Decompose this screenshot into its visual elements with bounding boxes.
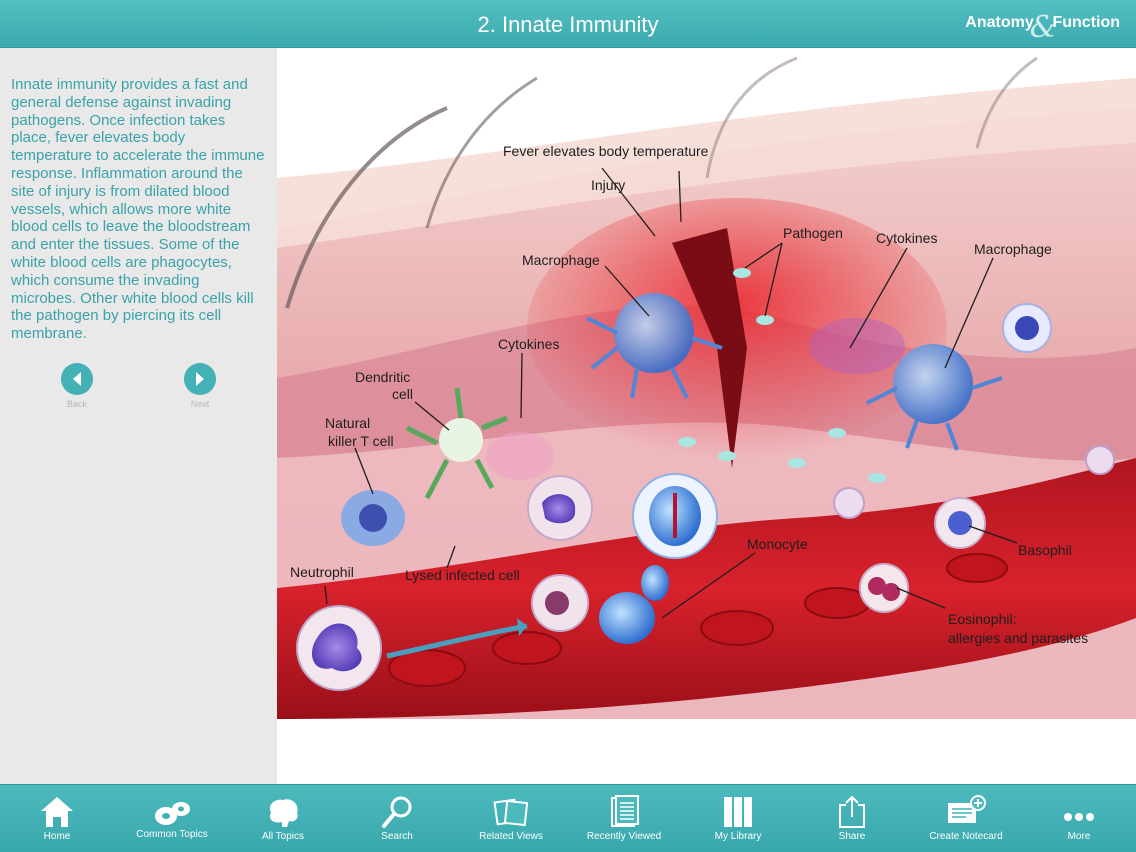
related-views-icon bbox=[493, 798, 529, 827]
toolbar-create-notecard-button[interactable]: Create Notecard bbox=[911, 785, 1021, 852]
label-nk-2: killer T cell bbox=[328, 433, 394, 449]
label-pathogen: Pathogen bbox=[783, 225, 843, 241]
recently-viewed-icon bbox=[611, 795, 639, 827]
label-nk-1: Natural bbox=[325, 415, 370, 431]
label-cytokines-right: Cytokines bbox=[876, 230, 937, 246]
basophil-cell bbox=[934, 497, 986, 549]
brand-ampersand: & bbox=[1029, 9, 1057, 45]
page-title: 2. Innate Immunity bbox=[477, 12, 659, 37]
toolbar-related-views-button[interactable]: Related Views bbox=[456, 785, 566, 852]
next-button[interactable]: Next bbox=[180, 363, 220, 409]
home-icon bbox=[41, 797, 73, 827]
label-cytokines-left: Cytokines bbox=[498, 336, 559, 352]
toolbar-all-topics-button[interactable]: All Topics bbox=[228, 785, 338, 852]
toolbar-share-label: Share bbox=[838, 831, 866, 842]
toolbar-recently-viewed-label: Recently Viewed bbox=[586, 831, 662, 842]
nk-cell bbox=[341, 490, 405, 546]
toolbar-home-button[interactable]: Home bbox=[2, 785, 112, 852]
macrophage-left bbox=[586, 293, 723, 399]
header-bar: 2. Innate Immunity Anatomy & Function bbox=[0, 0, 1136, 48]
brain-icon bbox=[269, 799, 298, 827]
dendritic-cell bbox=[405, 387, 508, 500]
monocyte-cell bbox=[632, 473, 718, 559]
toolbar-home-label: Home bbox=[43, 831, 71, 842]
back-label: Back bbox=[66, 399, 87, 409]
back-icon bbox=[61, 363, 93, 395]
lysed-cell bbox=[531, 574, 589, 632]
toolbar-related-views-label: Related Views bbox=[479, 831, 543, 842]
brand-right: Function bbox=[1052, 14, 1120, 31]
toolbar-more-label: More bbox=[1067, 831, 1091, 842]
label-fever: Fever elevates body temperature bbox=[503, 143, 709, 159]
label-dendritic-1: Dendritic bbox=[355, 369, 410, 385]
description-text: Innate immunity provides a fast and gene… bbox=[11, 76, 265, 343]
brand-logo: Anatomy & Function bbox=[965, 10, 1120, 45]
cells-icon bbox=[155, 802, 190, 825]
toolbar-search-label: Search bbox=[381, 831, 413, 842]
next-icon bbox=[184, 363, 216, 395]
label-dendritic-2: cell bbox=[392, 386, 413, 402]
label-lysed: Lysed infected cell bbox=[405, 567, 520, 583]
toolbar-my-library-label: My Library bbox=[714, 831, 762, 842]
toolbar-common-topics-button[interactable]: Common Topics bbox=[117, 785, 227, 852]
toolbar-more-button[interactable]: More bbox=[1024, 785, 1134, 852]
label-eosinophil-2: allergies and parasites bbox=[948, 630, 1088, 646]
notecard-icon bbox=[948, 795, 986, 823]
bottom-toolbar: Home Common Topics All Topics Search Rel… bbox=[0, 784, 1136, 852]
back-button[interactable]: Back bbox=[57, 363, 97, 409]
macrophage-right bbox=[866, 344, 1003, 451]
toolbar-my-library-button[interactable]: My Library bbox=[683, 785, 793, 852]
toolbar-search-button[interactable]: Search bbox=[342, 785, 452, 852]
label-monocyte: Monocyte bbox=[747, 536, 808, 552]
label-injury: Injury bbox=[591, 177, 625, 193]
neutrophil-cell bbox=[296, 605, 382, 691]
label-macrophage-left: Macrophage bbox=[522, 252, 600, 268]
sidebar: Innate immunity provides a fast and gene… bbox=[0, 48, 277, 784]
share-icon bbox=[839, 795, 865, 828]
toolbar-all-topics-label: All Topics bbox=[261, 831, 305, 842]
more-icon bbox=[1064, 813, 1094, 821]
label-neutrophil: Neutrophil bbox=[290, 564, 354, 580]
monocyte-squeezing bbox=[599, 565, 669, 644]
toolbar-common-topics-label: Common Topics bbox=[136, 829, 208, 840]
eosinophil-cell bbox=[859, 563, 909, 613]
brand-left: Anatomy bbox=[965, 14, 1034, 31]
basophil-upper bbox=[1002, 303, 1052, 353]
toolbar-recently-viewed-button[interactable]: Recently Viewed bbox=[569, 785, 679, 852]
next-label: Next bbox=[190, 399, 210, 409]
toolbar-share-button[interactable]: Share bbox=[797, 785, 907, 852]
label-basophil: Basophil bbox=[1018, 542, 1072, 558]
innate-immunity-illustration: Fever elevates body temperature Injury P… bbox=[277, 48, 1136, 719]
search-icon bbox=[382, 796, 412, 828]
blood-cell-left bbox=[527, 475, 593, 541]
library-icon bbox=[724, 797, 752, 827]
anatomy-diagram: Fever elevates body temperature Injury P… bbox=[277, 56, 1136, 719]
toolbar-create-notecard-label: Create Notecard bbox=[929, 831, 1003, 842]
label-macrophage-right: Macrophage bbox=[974, 241, 1052, 257]
label-eosinophil-1: Eosinophil: bbox=[948, 611, 1017, 627]
